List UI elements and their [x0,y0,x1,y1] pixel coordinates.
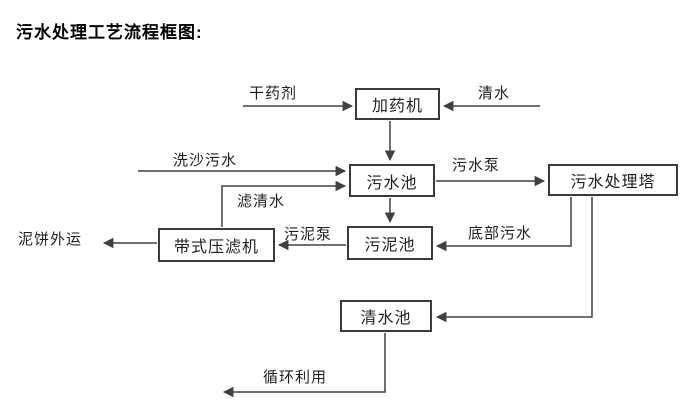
node-clean-water-pool: 清水池 [340,300,432,332]
node-sludge-pool: 污泥池 [347,226,433,260]
edge-label-dry-chemical: 干药剂 [249,85,298,102]
diagram-title: 污水处理工艺流程框图: [16,23,203,42]
edge-label-sludge-pump: 污泥泵 [284,226,333,243]
node-sewage-pool: 污水池 [349,164,435,197]
node-belt-filter-press: 带式压滤机 [158,228,275,262]
node-dosing-machine: 加药机 [355,88,440,120]
node-sewage-treatment-tower: 污水处理塔 [548,164,678,196]
edge-label-bottom-sewage: 底部污水 [468,225,533,242]
edge-label-sewage-pump: 污水泵 [452,157,501,174]
edge-label-recycling: 循环利用 [263,369,328,386]
edge-label-sand-washing-sewage: 洗沙污水 [173,152,238,169]
edge-label-clean-water: 清水 [478,85,511,102]
edge-label-mud-cake-out: 泥饼外运 [18,231,83,248]
edge-label-filtered-water: 滤清水 [237,193,286,210]
